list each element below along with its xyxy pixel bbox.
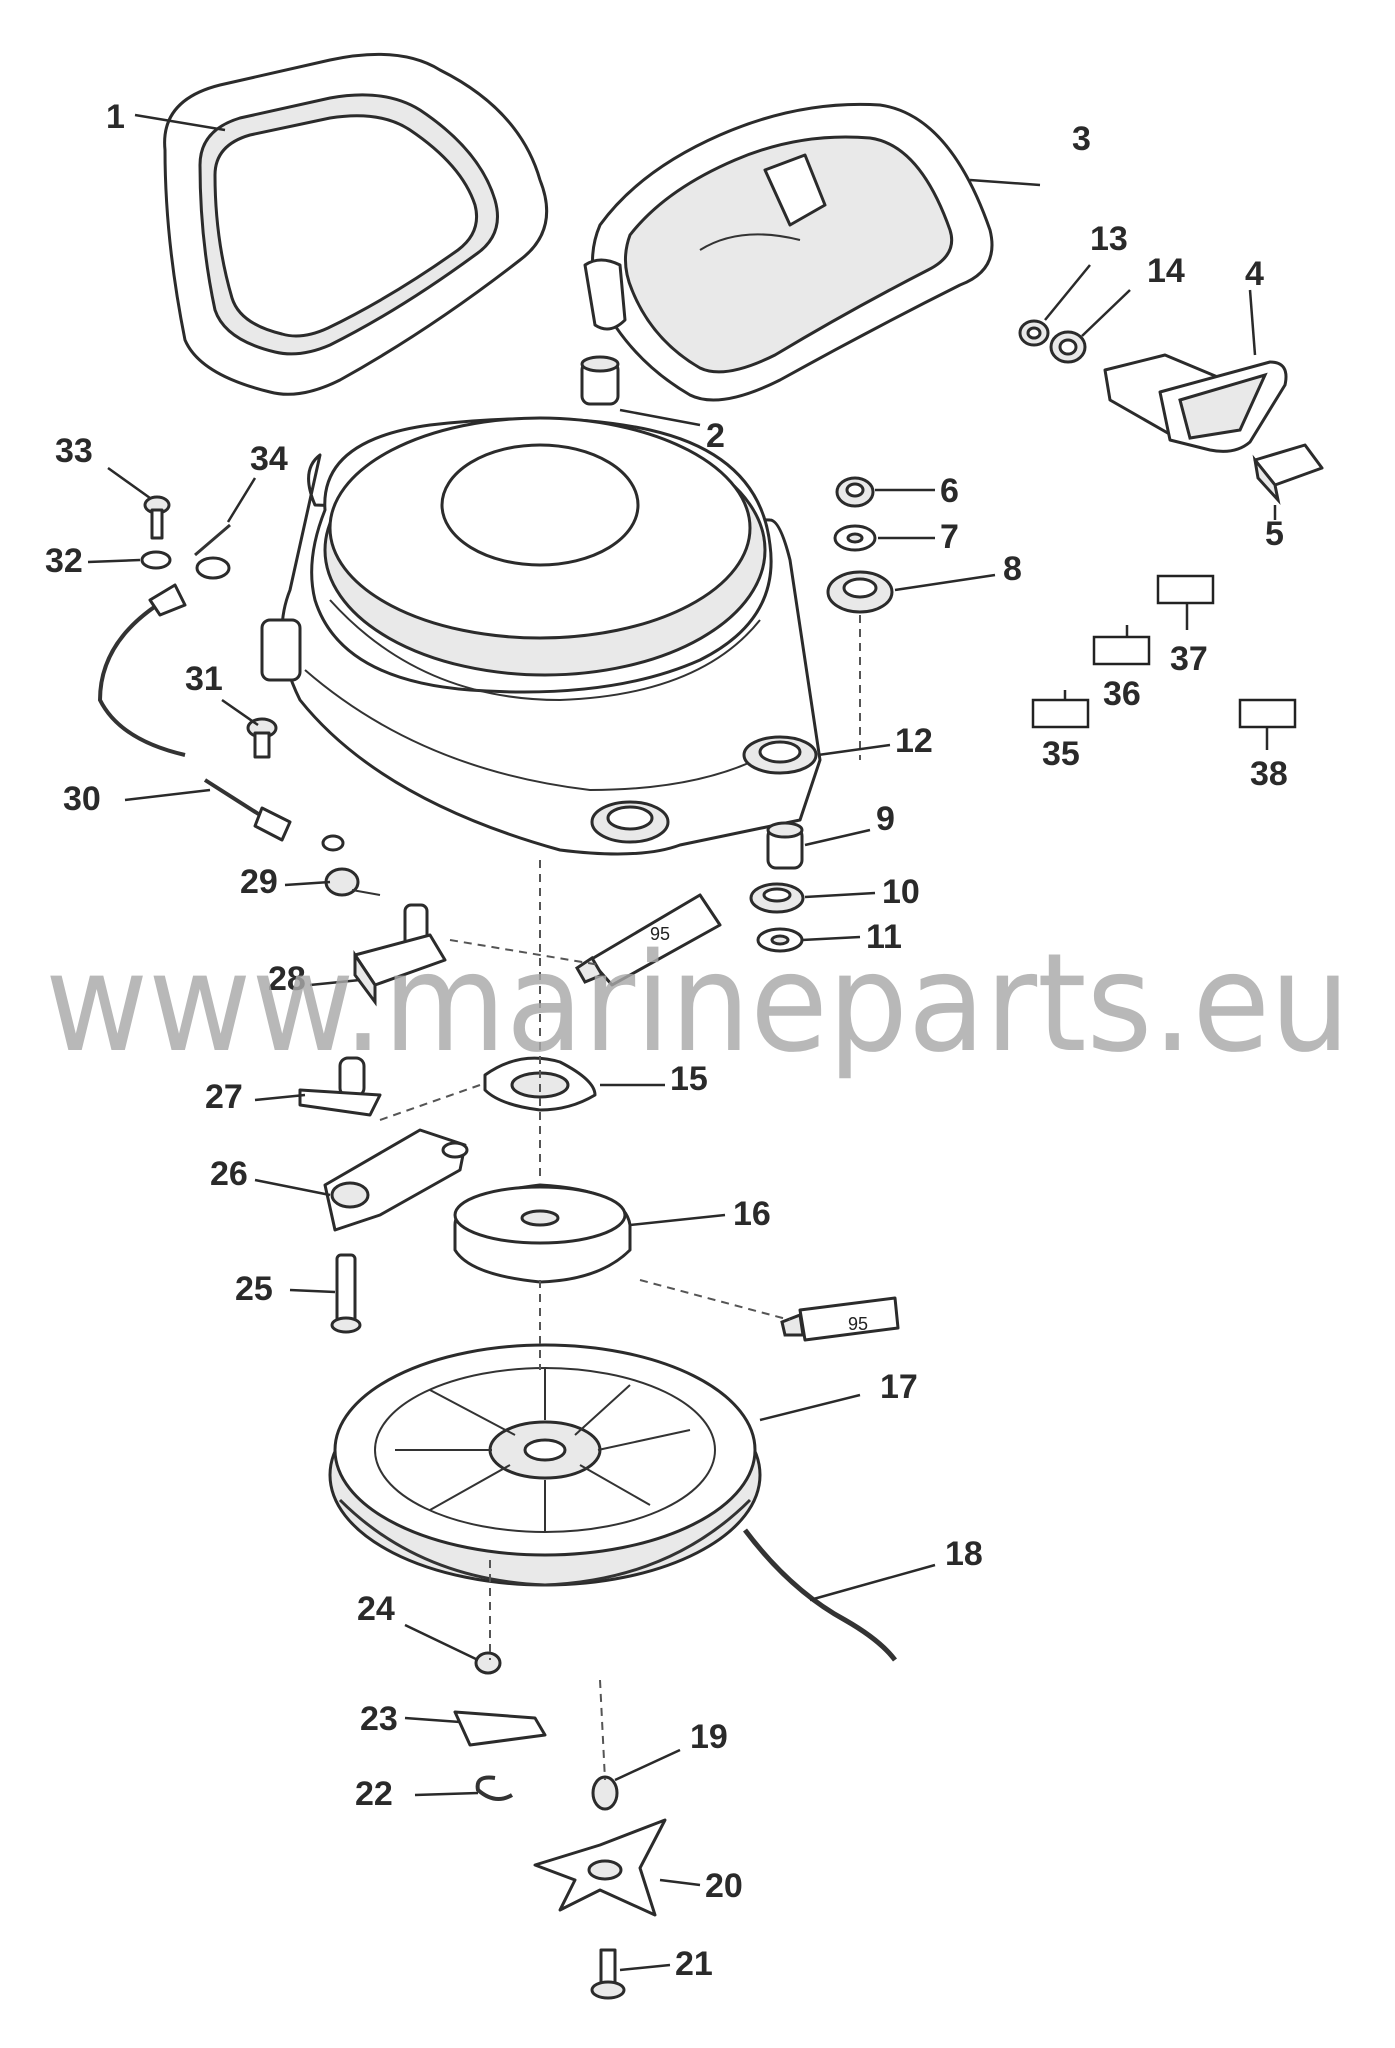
- assembly-line-tube: [449, 939, 601, 966]
- part-13-bushing: [1018, 319, 1050, 347]
- part-23-pawl: [453, 1710, 547, 1747]
- callout-35: 35: [1042, 735, 1080, 773]
- callout-27: 27: [205, 1078, 243, 1116]
- label-box-35: [1031, 698, 1090, 729]
- part-7-washer: [833, 524, 877, 552]
- part-30-wire: [97, 598, 345, 852]
- sealant-tube-lower: 95: [780, 1296, 900, 1342]
- callout-8: 8: [1003, 550, 1022, 588]
- part-22-clip: [475, 1775, 514, 1801]
- callout-24: 24: [357, 1590, 395, 1628]
- callout-22: 22: [355, 1775, 393, 1813]
- callout-20: 20: [705, 1867, 743, 1905]
- watermark-text: www.marineparts.eu: [45, 925, 1350, 1083]
- part-32-washer: [140, 550, 172, 570]
- callout-29: 29: [240, 863, 278, 901]
- part-19-spring: [591, 1775, 619, 1811]
- part-4-handle: [1103, 353, 1288, 453]
- callout-12: 12: [895, 722, 933, 760]
- callout-31: 31: [185, 660, 223, 698]
- callout-9: 9: [876, 800, 895, 838]
- callout-26: 26: [210, 1155, 248, 1193]
- callout-11: 11: [866, 918, 902, 956]
- callout-10: 10: [882, 873, 920, 911]
- label-box-36: [1092, 635, 1151, 666]
- callout-13: 13: [1090, 220, 1128, 258]
- part-27-pawl: [298, 1056, 382, 1117]
- callout-6: 6: [940, 472, 959, 510]
- part-34-terminal: [148, 523, 231, 617]
- part-3-housing: [583, 102, 994, 402]
- part-10-grommet: [749, 882, 805, 914]
- part-28-bracket: [353, 903, 447, 1007]
- part-1-frame: [163, 52, 549, 396]
- callout-19: 19: [690, 1718, 728, 1756]
- callout-34: 34: [250, 440, 288, 478]
- recoil-cover: [260, 416, 822, 856]
- callout-5: 5: [1265, 515, 1284, 553]
- part-26-arm: [323, 1128, 469, 1232]
- callout-28: 28: [268, 960, 306, 998]
- part-9-sleeve: [766, 821, 804, 870]
- part-5-insert: [1252, 443, 1324, 506]
- callout-23: 23: [360, 1700, 398, 1738]
- tube-label-upper: 95: [650, 924, 670, 944]
- sealant-tube-upper: 95: [575, 893, 722, 987]
- part-17-pulley: [328, 1343, 762, 1587]
- part-21-screw: [590, 1948, 626, 2000]
- callout-1: 1: [106, 98, 125, 136]
- callout-15: 15: [670, 1060, 708, 1098]
- callout-16: 16: [733, 1195, 771, 1233]
- part-14-bushing: [1049, 330, 1087, 364]
- callout-14: 14: [1147, 252, 1185, 290]
- callout-3: 3: [1072, 120, 1091, 158]
- part-6-nut: [835, 476, 875, 508]
- callout-18: 18: [945, 1535, 983, 1573]
- callout-30: 30: [63, 780, 101, 818]
- part-8-grommet: [826, 570, 894, 614]
- label-box-37: [1156, 574, 1215, 605]
- callout-36: 36: [1103, 675, 1141, 713]
- part-11-washer: [756, 927, 804, 953]
- tube-label-lower: 95: [848, 1314, 868, 1334]
- callout-numbers: 1 2 3 4 5 6 7 8 9 10 11 12 13 14 15 16 1…: [45, 98, 1288, 1983]
- callout-17: 17: [880, 1368, 918, 1406]
- part-31-screw: [246, 717, 278, 759]
- assembly-axis-right: [599, 1679, 606, 1781]
- part-24-spring: [474, 1651, 502, 1675]
- part-33-screw: [143, 495, 171, 540]
- part-18-rope: [743, 1528, 897, 1662]
- callout-33: 33: [55, 432, 93, 470]
- callout-4: 4: [1245, 255, 1264, 293]
- part-25-pin: [330, 1253, 362, 1334]
- callout-25: 25: [235, 1270, 273, 1308]
- part-29-spring: [324, 867, 381, 897]
- callout-32: 32: [45, 542, 83, 580]
- assembly-line-tube-lower: [639, 1279, 791, 1321]
- part-16-spring-housing: [453, 1183, 632, 1284]
- callout-2: 2: [706, 417, 725, 455]
- callout-21: 21: [675, 1945, 713, 1983]
- assembly-line-pawl: [379, 1084, 481, 1121]
- part-2-sleeve: [580, 355, 620, 406]
- callout-7: 7: [940, 518, 959, 556]
- label-box-38: [1238, 698, 1297, 729]
- callout-38: 38: [1250, 755, 1288, 793]
- callout-37: 37: [1170, 640, 1208, 678]
- part-20-retainer: [533, 1818, 667, 1917]
